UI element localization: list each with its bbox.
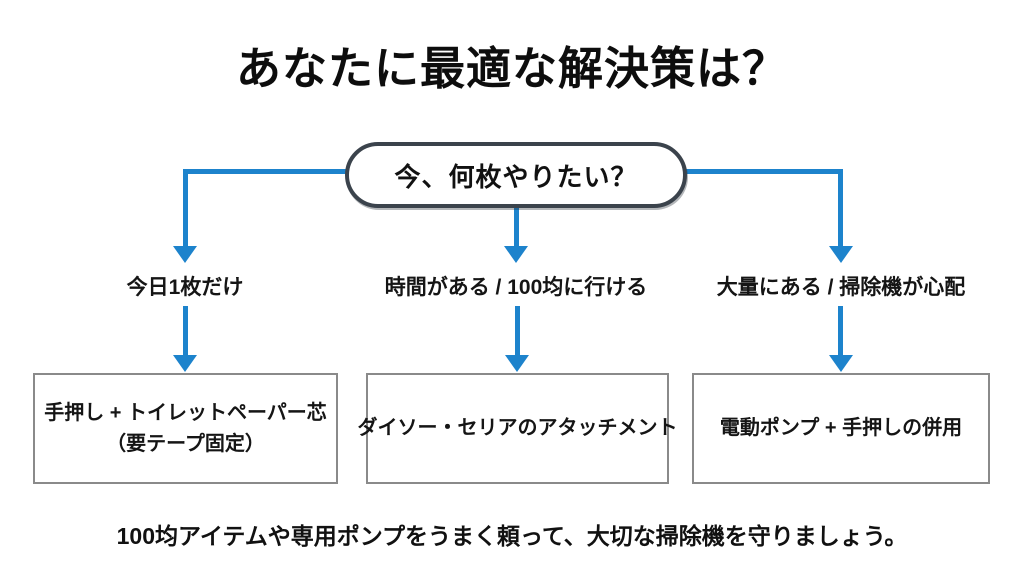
- question-label: 今、何枚やりたい？: [394, 161, 638, 192]
- solution-text-line: ダイソー・セリアのアタッチメント: [357, 417, 678, 439]
- solution-text-line: 手押し + トイレットペーパー芯: [44, 401, 327, 424]
- branch-label-have-time: 時間がある / 100均に行ける: [384, 276, 648, 299]
- connector-left-horizontal: [183, 169, 348, 174]
- arrow-down-icon: [173, 246, 197, 263]
- page-title: あなたに最適な解決策は？: [235, 43, 788, 94]
- solution-box-manual-push: 手押し + トイレットペーパー芯 （要テープ固定）: [33, 373, 338, 484]
- solution-box-electric-pump: 電動ポンプ + 手押しの併用: [692, 373, 990, 484]
- connector-col3-vertical: [838, 306, 843, 356]
- connector-col1-vertical: [183, 306, 188, 356]
- arrow-down-icon: [829, 355, 853, 372]
- connector-left-vertical: [183, 169, 188, 247]
- arrow-down-icon: [829, 246, 853, 263]
- question-node: 今、何枚やりたい？: [345, 142, 687, 208]
- connector-col2-vertical: [515, 306, 520, 356]
- solution-box-daiso-attachment: ダイソー・セリアのアタッチメント: [358, 373, 678, 484]
- connector-middle-vertical: [514, 206, 519, 247]
- arrow-down-icon: [173, 355, 197, 372]
- connector-right-vertical: [838, 169, 843, 247]
- footer-note: 100均アイテムや専用ポンプをうまく頼って、大切な掃除機を守りましょう。: [116, 523, 908, 549]
- connector-right-horizontal: [685, 169, 843, 174]
- arrow-down-icon: [505, 355, 529, 372]
- branch-label-today-one: 今日1枚だけ: [126, 276, 244, 299]
- branch-label-large-amount: 大量にある / 掃除機が心配: [716, 276, 966, 299]
- arrow-down-icon: [504, 246, 528, 263]
- solution-text-line: （要テープ固定）: [106, 432, 265, 455]
- solution-text-line: 電動ポンプ + 手押しの併用: [719, 417, 963, 439]
